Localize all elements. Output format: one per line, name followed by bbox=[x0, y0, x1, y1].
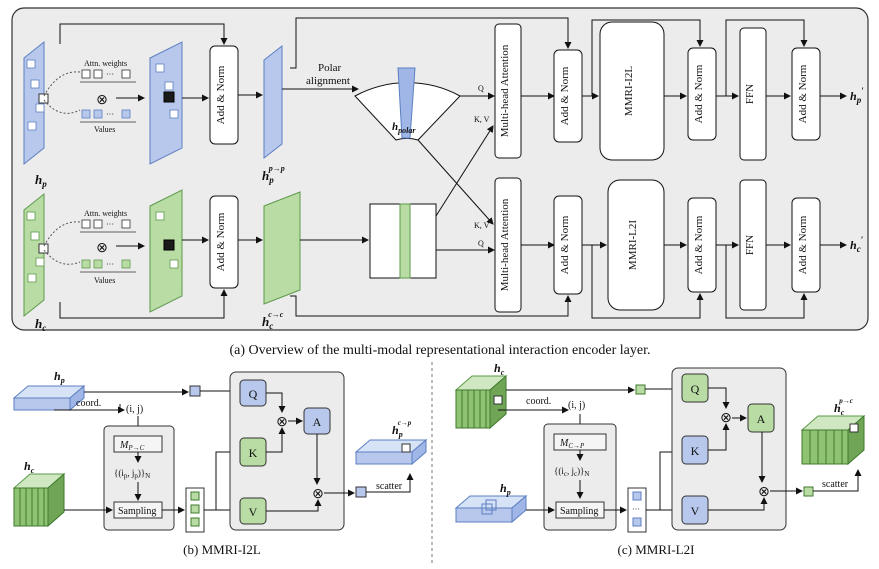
mha-top bbox=[494, 23, 522, 159]
polar-label-1: Polar bbox=[318, 62, 342, 74]
svg-text:K, V: K, V bbox=[474, 115, 490, 124]
svg-text:A: A bbox=[757, 412, 766, 426]
h-p-attended-tensor bbox=[149, 41, 183, 165]
svg-text:MMRI-L2I: MMRI-L2I bbox=[627, 220, 639, 270]
h-c-label: hc bbox=[35, 316, 46, 333]
svg-text:V: V bbox=[249, 505, 258, 519]
svg-text:Add & Norm: Add & Norm bbox=[559, 66, 571, 125]
c-h-c-stack bbox=[454, 374, 508, 430]
h-polar-label: hpolar bbox=[392, 121, 416, 135]
b-scatter: scatter bbox=[376, 481, 403, 492]
values-label-top: Values bbox=[94, 125, 115, 134]
svg-text:Add & Norm: Add & Norm bbox=[215, 65, 227, 124]
b-coord: coord. bbox=[76, 398, 101, 409]
caption-c: (c) MMRI-L2I bbox=[618, 542, 695, 557]
svg-text:···: ··· bbox=[106, 110, 114, 119]
svg-text:A: A bbox=[313, 415, 322, 429]
c-a-box bbox=[747, 403, 775, 433]
mmri-i2l-block bbox=[599, 21, 665, 161]
polar-bev-grid bbox=[354, 67, 461, 141]
h-cc-label: hcc→c bbox=[262, 310, 284, 331]
h-c-tensor bbox=[23, 192, 49, 318]
svg-text:V: V bbox=[691, 504, 700, 518]
svg-text:MMRI-I2L: MMRI-I2L bbox=[623, 66, 635, 116]
add-norm-1-bottom bbox=[209, 195, 239, 289]
b-out-label: hpc→p bbox=[392, 419, 412, 439]
svg-text:{(ic, jc)}N: {(ic, jc)}N bbox=[554, 466, 589, 478]
svg-text:···: ··· bbox=[106, 260, 114, 269]
attn-weights-cubes-top: ··· bbox=[81, 69, 131, 79]
svg-text:Add & Norm: Add & Norm bbox=[797, 215, 809, 274]
h-pp-label: hpp→p bbox=[262, 164, 285, 185]
svg-text:FFN: FFN bbox=[744, 84, 756, 104]
svg-text:Add & Norm: Add & Norm bbox=[693, 64, 705, 123]
svg-text:K: K bbox=[249, 446, 258, 460]
b-h-p-label: hp bbox=[54, 369, 65, 385]
b-ij: (i, j) bbox=[126, 404, 143, 415]
otimes-top: ⊗ bbox=[96, 93, 108, 108]
attn-weights-cubes-bottom: ··· bbox=[81, 219, 131, 229]
svg-text:Add & Norm: Add & Norm bbox=[797, 64, 809, 123]
c-ij: (i, j) bbox=[568, 400, 585, 411]
svg-text:{(ip, jp)}N: {(ip, jp)}N bbox=[114, 468, 150, 480]
attn-weights-label-top: Attn. weights bbox=[84, 59, 127, 68]
otimes-bottom: ⊗ bbox=[96, 241, 108, 256]
c-coord: coord. bbox=[526, 396, 551, 407]
svg-text:Q: Q bbox=[478, 239, 484, 248]
svg-text:MP→C: MP→C bbox=[119, 440, 145, 452]
c-out-stack bbox=[800, 414, 866, 466]
c-out-label: hcp→c bbox=[834, 397, 853, 417]
ffn-top bbox=[739, 27, 767, 161]
values-label-bottom: Values bbox=[94, 276, 115, 285]
values-cubes-bottom: ··· bbox=[81, 259, 131, 269]
svg-text:Multi-head Attention: Multi-head Attention bbox=[499, 198, 511, 291]
polar-label-2: alignment bbox=[306, 75, 350, 87]
svg-text:MC→P: MC→P bbox=[559, 438, 585, 450]
h-p-tensor bbox=[23, 40, 49, 166]
caption-a: (a) Overview of the multi-modal represen… bbox=[230, 343, 651, 358]
panel-c: hc coord. (i, j) MC→P {(ic, jc)}N Sampli… bbox=[454, 361, 866, 533]
add-norm-4-top bbox=[791, 47, 821, 141]
svg-text:Q: Q bbox=[691, 382, 700, 396]
svg-text:⊗: ⊗ bbox=[758, 485, 770, 500]
svg-text:Q: Q bbox=[249, 387, 258, 401]
svg-text:Add & Norm: Add & Norm bbox=[215, 212, 227, 271]
svg-text:Q: Q bbox=[478, 84, 484, 93]
b-h-c-stack bbox=[12, 472, 66, 528]
out-p-label: hp′ bbox=[850, 86, 864, 105]
svg-text:Add & Norm: Add & Norm bbox=[693, 215, 705, 274]
c-scatter: scatter bbox=[822, 479, 849, 490]
b-h-c-label: hc bbox=[24, 459, 35, 475]
h-cc-tensor bbox=[263, 191, 301, 305]
svg-text:K: K bbox=[691, 444, 700, 458]
svg-text:···: ··· bbox=[106, 220, 114, 229]
caption-b: (b) MMRI-I2L bbox=[183, 542, 261, 557]
svg-text:FFN: FFN bbox=[744, 235, 756, 255]
values-cubes-top: ··· bbox=[81, 109, 131, 119]
svg-text:Multi-head Attention: Multi-head Attention bbox=[499, 44, 511, 137]
svg-text:⊗: ⊗ bbox=[720, 411, 732, 426]
add-norm-3-top bbox=[687, 47, 717, 141]
h-c-attended-tensor bbox=[149, 189, 183, 313]
c-h-c-label: hc bbox=[494, 361, 505, 377]
svg-text:···: ··· bbox=[106, 70, 114, 79]
svg-text:Sampling: Sampling bbox=[560, 506, 598, 517]
attn-weights-label-bottom: Attn. weights bbox=[84, 209, 127, 218]
h-p-label: hp bbox=[35, 172, 47, 189]
c-h-p-label: hp bbox=[500, 481, 511, 497]
svg-text:K, V: K, V bbox=[474, 221, 490, 230]
panel-b: hp coord. (i, j) MP→C {(ip, jp)}N Sampli… bbox=[12, 369, 428, 533]
svg-text:Add & Norm: Add & Norm bbox=[559, 215, 571, 274]
out-c-label: hc′ bbox=[850, 235, 864, 254]
svg-text:⊗: ⊗ bbox=[312, 487, 324, 502]
h-pp-tensor bbox=[263, 44, 283, 160]
svg-text:⊗: ⊗ bbox=[276, 415, 288, 430]
svg-text:Sampling: Sampling bbox=[118, 506, 156, 517]
bev-grid bbox=[369, 203, 437, 279]
svg-text:···: ··· bbox=[632, 505, 640, 514]
